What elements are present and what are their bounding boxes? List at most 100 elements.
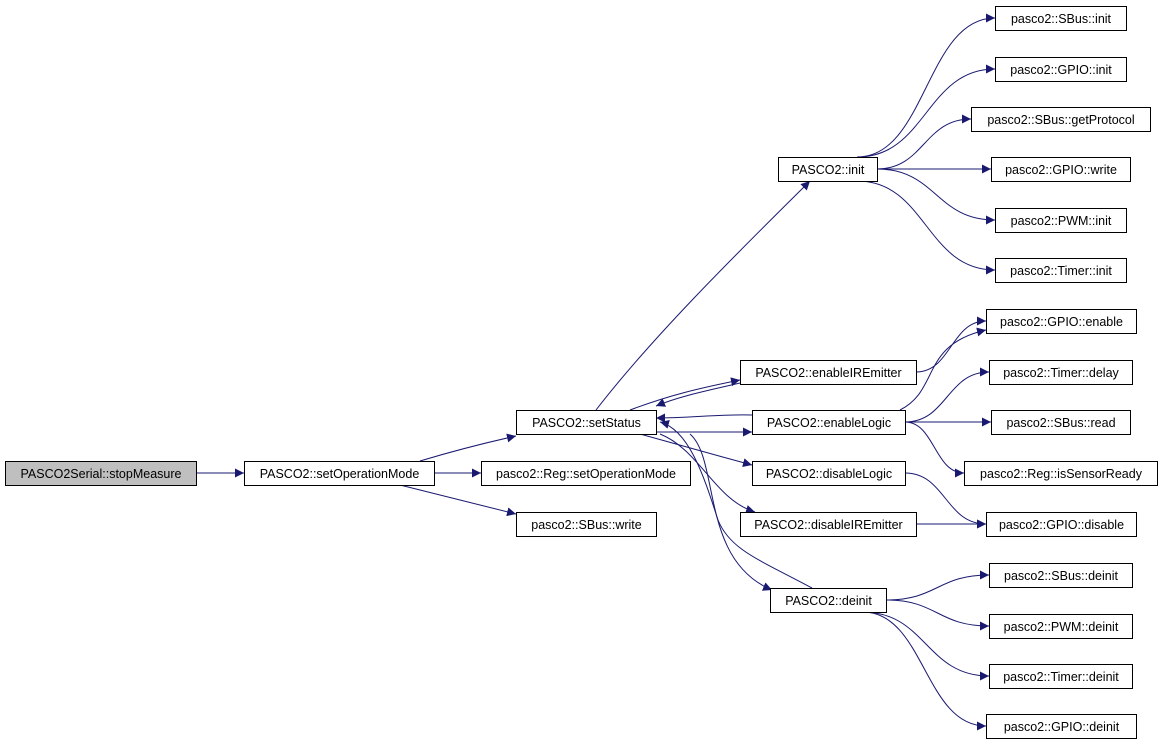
edge-init-pwmInit (876, 168, 996, 225)
node-gpioWrite[interactable]: pasco2::GPIO::write (991, 157, 1131, 182)
node-label: pasco2::Timer::init (1010, 264, 1112, 278)
edge-disableLogic-gpioDisable (904, 472, 987, 529)
node-box[interactable] (986, 714, 1137, 739)
node-stopMeasure[interactable]: PASCO2Serial::stopMeasure (5, 461, 197, 486)
node-box[interactable] (964, 461, 1158, 486)
node-label: pasco2::GPIO::disable (999, 518, 1124, 532)
node-label: PASCO2Serial::stopMeasure (21, 467, 182, 481)
edge-enableIREmitter-setStatus (655, 382, 741, 407)
edge-deinit-pwmDeinit (885, 599, 990, 631)
node-gpioInit[interactable]: pasco2::GPIO::init (995, 57, 1127, 82)
node-label: PASCO2::enableLogic (767, 416, 891, 430)
node-regSetOperationMode[interactable]: pasco2::Reg::setOperationMode (481, 461, 691, 486)
node-regIsSensorReady[interactable]: pasco2::Reg::isSensorReady (964, 461, 1158, 486)
node-label: pasco2::Reg::setOperationMode (496, 467, 676, 481)
node-box[interactable] (752, 410, 906, 435)
node-box[interactable] (770, 588, 887, 613)
node-init[interactable]: PASCO2::init (778, 157, 878, 182)
node-label: PASCO2::enableIREmitter (755, 366, 901, 380)
node-label: pasco2::Timer::deinit (1003, 670, 1119, 684)
edge-enableIREmitter-gpioEnable (915, 316, 987, 373)
edge-deinit-timerDeinit (862, 611, 990, 681)
node-box[interactable] (995, 6, 1127, 31)
node-label: pasco2::GPIO::write (1005, 163, 1117, 177)
node-box[interactable] (516, 512, 657, 537)
edge-enableLogic-gpioEnable (899, 327, 987, 411)
node-label: pasco2::GPIO::deinit (1004, 720, 1120, 734)
node-pwmDeinit[interactable]: pasco2::PWM::deinit (989, 614, 1133, 639)
node-box[interactable] (778, 157, 878, 182)
node-label: pasco2::SBus::getProtocol (987, 113, 1134, 127)
edge-setStatus-disableLogic (639, 433, 753, 467)
edge-setOperationMode-setStatus (419, 433, 517, 462)
node-label: PASCO2::deinit (785, 594, 872, 608)
edge-init-timerInit (857, 180, 996, 275)
node-sbusInit[interactable]: pasco2::SBus::init (995, 6, 1127, 31)
node-box[interactable] (991, 410, 1131, 435)
node-timerInit[interactable]: pasco2::Timer::init (995, 258, 1127, 283)
node-box[interactable] (986, 309, 1137, 334)
node-label: pasco2::Timer::delay (1003, 366, 1119, 380)
node-label: PASCO2::disableIREmitter (754, 518, 902, 532)
edge-deinit-setStatus (659, 419, 813, 589)
node-gpioEnable[interactable]: pasco2::GPIO::enable (986, 309, 1137, 334)
node-gpioDisable[interactable]: pasco2::GPIO::disable (986, 512, 1137, 537)
edge-setStatus-init (595, 180, 811, 411)
nodes-layer: PASCO2Serial::stopMeasure PASCO2::setOper… (5, 6, 1158, 739)
node-box[interactable] (989, 360, 1133, 385)
node-label: pasco2::SBus::write (531, 518, 642, 532)
node-label: pasco2::PWM::init (1011, 214, 1112, 228)
node-timerDelay[interactable]: pasco2::Timer::delay (989, 360, 1133, 385)
edge-setStatus-enableIREmitter (629, 377, 741, 411)
edge-init-sbusGetProtocol (876, 114, 972, 170)
node-label: PASCO2::init (792, 163, 865, 177)
node-box[interactable] (989, 563, 1133, 588)
node-disableIREmitter[interactable]: PASCO2::disableIREmitter (740, 512, 917, 537)
node-timerDeinit[interactable]: pasco2::Timer::deinit (989, 664, 1133, 689)
node-box[interactable] (971, 107, 1151, 132)
node-box[interactable] (995, 57, 1127, 82)
edge-init-gpioInit (857, 64, 996, 158)
node-label: pasco2::GPIO::init (1010, 63, 1112, 77)
node-box[interactable] (989, 664, 1133, 689)
node-box[interactable] (740, 512, 917, 537)
edge-setOperationMode-sbusWrite (399, 484, 517, 517)
node-setOperationMode[interactable]: PASCO2::setOperationMode (244, 461, 435, 486)
node-box[interactable] (986, 512, 1137, 537)
node-label: PASCO2::setStatus (532, 416, 641, 430)
edge-deinit-gpioDeinit (862, 611, 987, 731)
node-enableLogic[interactable]: PASCO2::enableLogic (752, 410, 906, 435)
node-sbusDeinit[interactable]: pasco2::SBus::deinit (989, 563, 1133, 588)
node-box[interactable] (995, 258, 1127, 283)
edge-enableLogic-setStatus (655, 413, 753, 423)
node-enableIREmitter[interactable]: PASCO2::enableIREmitter (740, 360, 917, 385)
node-box[interactable] (481, 461, 691, 486)
node-label: pasco2::GPIO::enable (1000, 315, 1123, 329)
node-box[interactable] (991, 157, 1131, 182)
node-label: pasco2::SBus::read (1006, 416, 1115, 430)
node-box[interactable] (989, 614, 1133, 639)
node-label: pasco2::SBus::deinit (1004, 569, 1118, 583)
edge-deinit-sbusDeinit (885, 570, 990, 601)
node-sbusGetProtocol[interactable]: pasco2::SBus::getProtocol (971, 107, 1151, 132)
node-label: pasco2::SBus::init (1011, 12, 1112, 26)
node-label: pasco2::PWM::deinit (1004, 620, 1119, 634)
node-box[interactable] (516, 410, 657, 435)
node-pwmInit[interactable]: pasco2::PWM::init (995, 208, 1127, 233)
edge-enableLogic-regIsSensorReady (904, 421, 965, 478)
node-sbusRead[interactable]: pasco2::SBus::read (991, 410, 1131, 435)
node-box[interactable] (740, 360, 917, 385)
node-gpioDeinit[interactable]: pasco2::GPIO::deinit (986, 714, 1137, 739)
node-disableLogic[interactable]: PASCO2::disableLogic (752, 461, 906, 486)
edge-enableLogic-timerDelay (904, 367, 990, 423)
edges-layer (196, 13, 996, 731)
node-deinit[interactable]: PASCO2::deinit (770, 588, 887, 613)
node-box[interactable] (244, 461, 435, 486)
node-box[interactable] (752, 461, 906, 486)
node-sbusWrite[interactable]: pasco2::SBus::write (516, 512, 657, 537)
node-box[interactable] (5, 461, 197, 486)
node-box[interactable] (995, 208, 1127, 233)
node-setStatus[interactable]: PASCO2::setStatus (516, 410, 657, 435)
node-label: PASCO2::setOperationMode (260, 467, 420, 481)
